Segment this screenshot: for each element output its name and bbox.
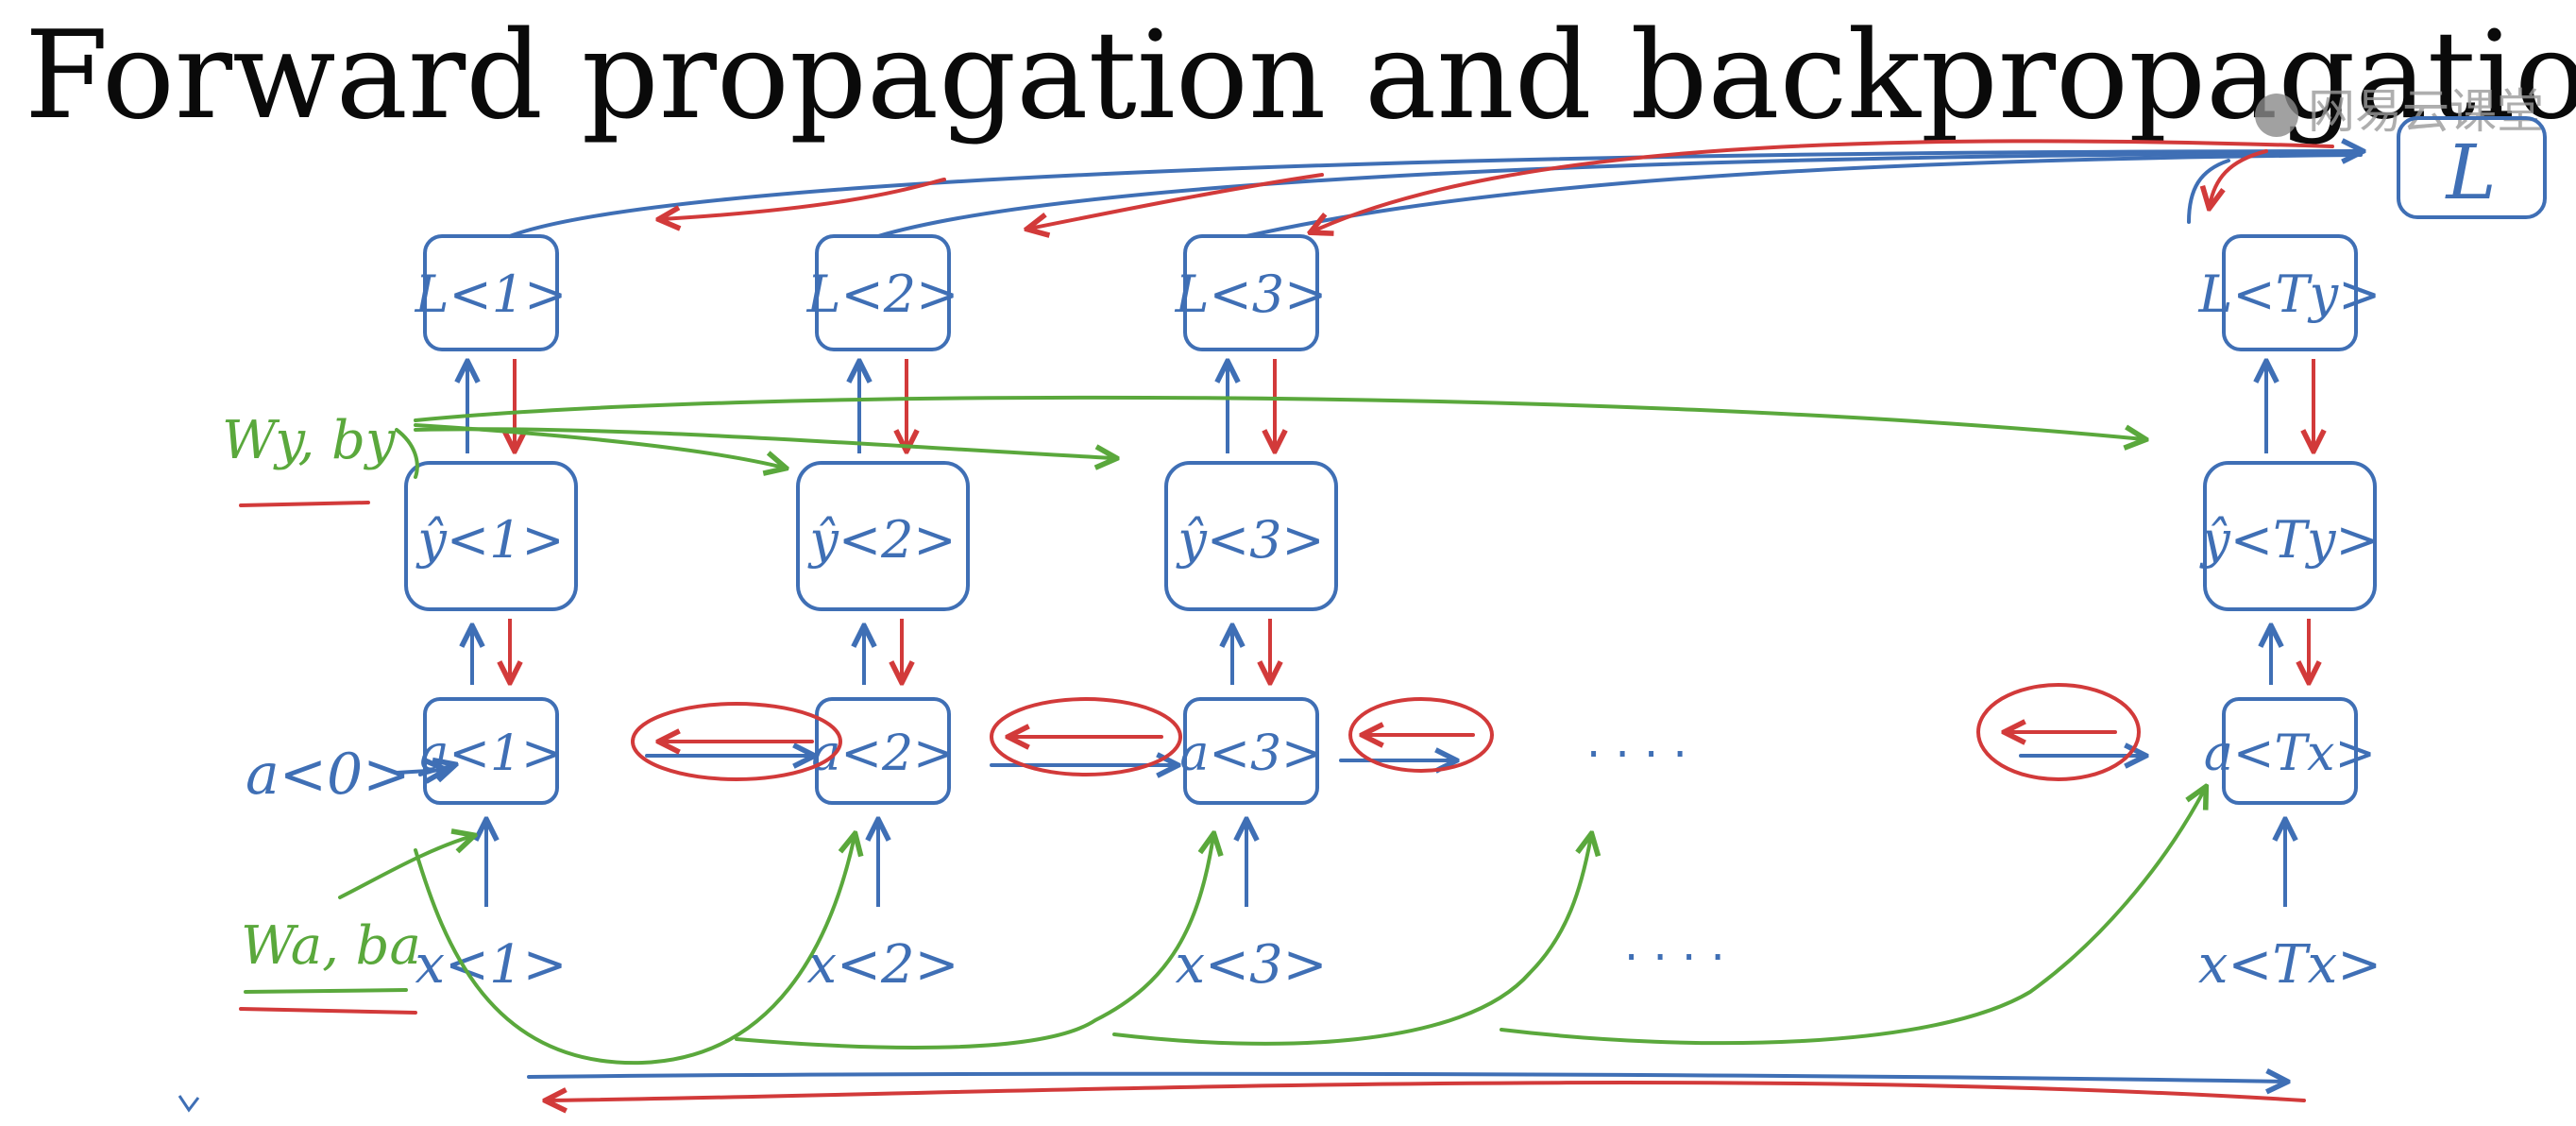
loss-label-2: L<2> bbox=[806, 264, 959, 324]
output-params-arrows bbox=[395, 395, 2144, 479]
input-label-4: x<Tx> bbox=[2198, 934, 2381, 996]
recurrent-backprop-arrows bbox=[631, 683, 2141, 781]
time-step-2: L<2>ŷ<2>a<2>x<2> bbox=[796, 234, 970, 996]
stray-mark bbox=[178, 1095, 200, 1113]
recurrent-params-group: Wa, ba bbox=[239, 915, 421, 1015]
watermark-logo-icon bbox=[2255, 93, 2298, 137]
activation-label-3: a<3> bbox=[1179, 725, 1322, 782]
recurrent-params-label: Wa, ba bbox=[241, 915, 421, 977]
total-to-loss-backprop-arrows bbox=[661, 139, 2334, 231]
recurrent-params-arrows bbox=[338, 789, 2205, 1066]
loss-to-total-arrows bbox=[508, 151, 2361, 238]
watermark-text: 网易云课堂 bbox=[2308, 84, 2544, 139]
y-hat-label-4: ŷ<Ty> bbox=[2199, 510, 2379, 570]
y-hat-label-3: ŷ<3> bbox=[1176, 510, 1324, 570]
activation-ellipsis: · · · · bbox=[1586, 728, 1687, 781]
loss-box-4 bbox=[2222, 234, 2358, 351]
total-loss-node: L bbox=[2397, 116, 2547, 219]
watermark: 网易云课堂 bbox=[2255, 74, 2544, 142]
y-hat-box-2 bbox=[796, 461, 970, 611]
total-loss-label: L bbox=[2444, 128, 2496, 216]
time-step-3: L<3> ŷ<3> a<3> x<3> bbox=[1164, 234, 1338, 996]
loss-label-1: L<1> bbox=[415, 264, 568, 324]
time-step-4: L<Ty> ŷ<Ty> a<Tx> x<Tx> bbox=[2198, 234, 2381, 996]
input-label-2: x<2> bbox=[806, 934, 958, 996]
initial-activation-label: a<0> bbox=[246, 742, 411, 808]
loss-box-1 bbox=[423, 234, 559, 351]
activation-label-4: a<Tx> bbox=[2204, 725, 2376, 782]
initial-activation-node: a<0> bbox=[246, 742, 444, 808]
input-ellipsis: · · · · bbox=[1624, 931, 1725, 984]
loss-label-4: L<Ty> bbox=[2198, 264, 2381, 324]
y-hat-box-1 bbox=[404, 461, 578, 611]
total-loss-box bbox=[2397, 116, 2547, 219]
activation-box-3 bbox=[1183, 697, 1319, 805]
input-label-3: x<3> bbox=[1175, 934, 1327, 996]
slide-title: Forward propagation and backpropagation bbox=[25, 6, 2576, 146]
activation-box-4 bbox=[2222, 697, 2358, 805]
activation-box-1 bbox=[423, 697, 559, 805]
output-params-label: Wy, by bbox=[222, 410, 397, 471]
loss-box-3 bbox=[1183, 234, 1319, 351]
input-label-1: x<1> bbox=[415, 934, 567, 996]
y-hat-label-1: ŷ<1> bbox=[415, 510, 564, 570]
activation-label-1: a<1> bbox=[419, 725, 562, 782]
time-axis-arrows bbox=[527, 1074, 2306, 1100]
y-hat-label-2: ŷ<2> bbox=[807, 510, 956, 570]
output-params-group: Wy, by bbox=[222, 410, 397, 507]
loss-label-3: L<3> bbox=[1175, 264, 1328, 324]
loss-box-2 bbox=[815, 234, 951, 351]
y-hat-box-3 bbox=[1164, 461, 1338, 611]
y-hat-box-4 bbox=[2203, 461, 2377, 611]
time-step-1: L<1> ŷ<1> a<1> x<1> bbox=[404, 234, 578, 996]
